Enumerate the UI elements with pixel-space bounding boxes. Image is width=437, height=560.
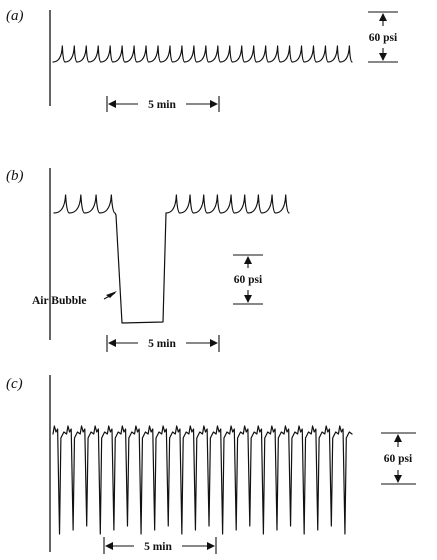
panel-c-pressure-scale-bar: 60 psi xyxy=(381,432,416,485)
annotation-arrow-shaft xyxy=(103,292,116,300)
arrow-down-icon xyxy=(244,295,252,303)
panel-a-time-scale-label: 5 min xyxy=(148,99,176,111)
panel-a-label: (a) xyxy=(6,8,24,24)
panel-a-pressure-trace xyxy=(52,45,353,63)
arrow-right-icon xyxy=(207,542,215,550)
arrow-up-icon xyxy=(394,434,402,442)
arrow-left-icon xyxy=(108,100,116,108)
panel-c-time-scale-label: 5 min xyxy=(144,541,172,553)
panel-c-pressure-trace xyxy=(52,425,353,535)
arrow-left-icon xyxy=(108,339,116,347)
arrow-left-icon xyxy=(105,542,113,550)
panel-b-pressure-trace xyxy=(53,194,290,324)
arrow-right-icon xyxy=(210,100,218,108)
panel-b-time-scale-label: 5 min xyxy=(148,338,176,350)
arrow-down-icon xyxy=(379,53,387,61)
panel-b-label: (b) xyxy=(6,168,24,184)
panel-c-label: (c) xyxy=(6,376,23,392)
panel-b: (b) Air Bubble 5 min 60 psi xyxy=(6,168,290,352)
arrow-up-icon xyxy=(244,256,252,264)
panel-b-time-scale-bar: 5 min xyxy=(106,335,220,352)
panel-b-pressure-scale-bar: 60 psi xyxy=(233,254,263,305)
panel-c-pressure-scale-label: 60 psi xyxy=(384,453,413,465)
arrow-right-icon xyxy=(210,339,218,347)
panel-a: (a) 5 min 60 psi xyxy=(6,8,398,112)
panel-b-air-bubble-label: Air Bubble xyxy=(32,295,86,307)
panel-a-time-scale-bar: 5 min xyxy=(106,96,220,112)
panel-c-time-scale-bar: 5 min xyxy=(103,537,217,554)
panel-a-pressure-scale-bar: 60 psi xyxy=(368,11,398,63)
panel-c: (c) 5 min 60 psi xyxy=(6,375,416,554)
arrow-down-icon xyxy=(394,475,402,483)
panel-b-pressure-scale-label: 60 psi xyxy=(234,274,263,286)
panel-a-pressure-scale-label: 60 psi xyxy=(369,32,398,44)
arrow-up-icon xyxy=(379,13,387,21)
